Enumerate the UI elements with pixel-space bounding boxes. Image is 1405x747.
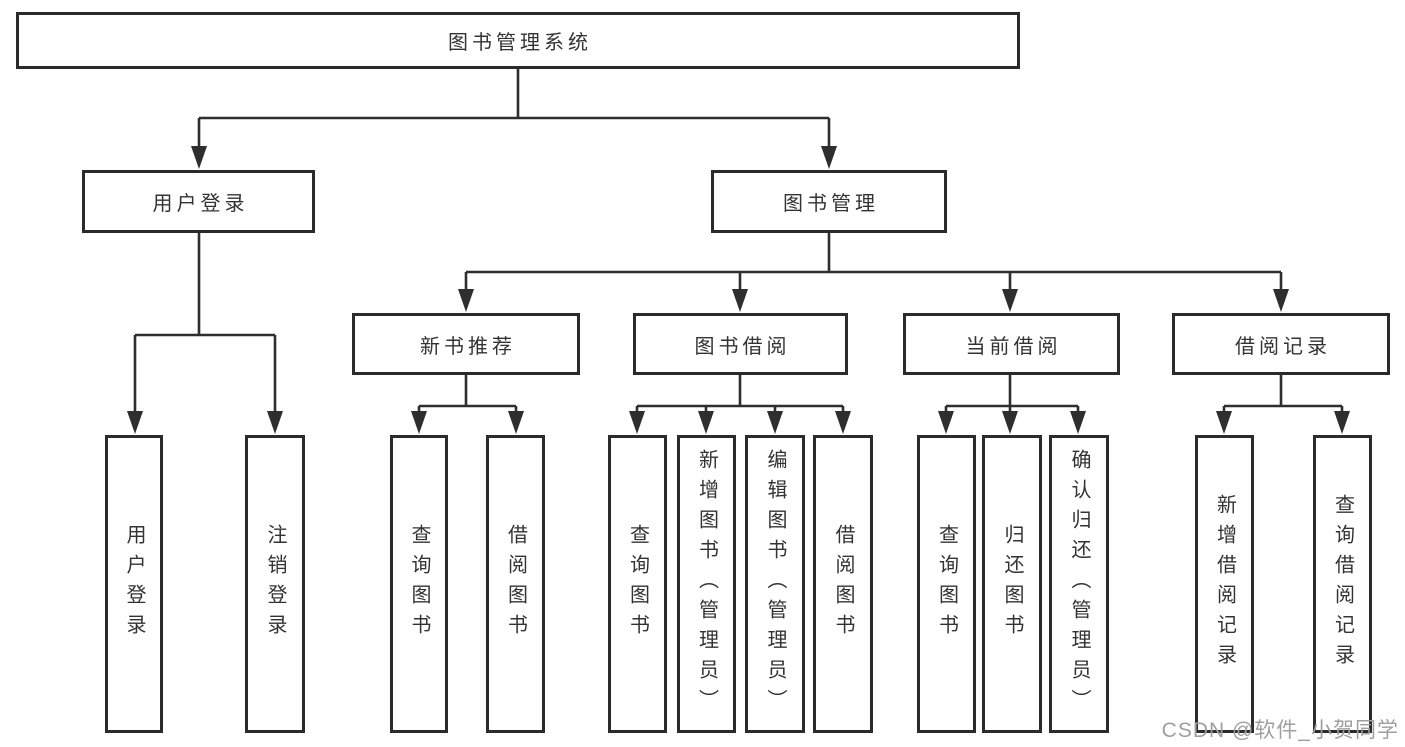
node-label: 编辑图书（管理员） — [764, 449, 786, 719]
node-label: 确认归还（管理员） — [1068, 449, 1090, 719]
arrowhead — [821, 146, 837, 169]
arrowhead — [508, 411, 524, 434]
leaf-borrow-books-borrowing: 借阅图书 — [813, 435, 873, 733]
arrowhead — [1216, 411, 1232, 434]
node-current-borrowing: 当前借阅 — [903, 313, 1120, 375]
node-borrowing-records: 借阅记录 — [1172, 313, 1390, 375]
arrowhead — [767, 411, 783, 434]
node-label: 当前借阅 — [965, 335, 1062, 358]
leaf-add-borrow-record: 新增借阅记录 — [1195, 435, 1254, 733]
leaf-query-borrow-record: 查询借阅记录 — [1313, 435, 1372, 733]
node-label: 图书借阅 — [694, 335, 791, 358]
connector-book-management-children — [458, 233, 1289, 312]
node-book-management: 图书管理 — [711, 170, 947, 233]
leaf-query-books-borrowing: 查询图书 — [608, 435, 667, 733]
leaf-logout: 注销登录 — [245, 435, 305, 733]
leaf-query-books-current: 查询图书 — [917, 435, 976, 733]
node-label: 注销登录 — [264, 524, 286, 644]
node-label: 用户登录 — [152, 193, 249, 215]
arrowhead — [1070, 411, 1086, 434]
arrowhead — [267, 411, 283, 434]
leaf-confirm-return-admin: 确认归还（管理员） — [1049, 435, 1109, 733]
arrowhead — [938, 411, 954, 434]
arrowhead — [458, 289, 474, 312]
csdn-watermark: CSDN @软件_小贺同学 — [1161, 719, 1399, 742]
node-label: 图书管理系统 — [448, 32, 592, 54]
node-library-management-system: 图书管理系统 — [16, 12, 1020, 69]
connector-root-to-level2 — [191, 68, 837, 169]
arrowhead — [127, 411, 143, 434]
arrowhead — [629, 411, 645, 434]
leaf-borrow-books-recommend: 借阅图书 — [486, 435, 545, 733]
node-label: 新增借阅记录 — [1213, 494, 1236, 674]
node-label: 归还图书 — [1001, 524, 1023, 644]
arrowhead — [1002, 411, 1018, 434]
node-label: 借阅记录 — [1235, 335, 1331, 358]
node-label: 借阅图书 — [832, 524, 854, 644]
node-label: 用户登录 — [123, 524, 145, 644]
node-label: 新增图书（管理员） — [695, 449, 718, 719]
leaf-edit-books-admin: 编辑图书（管理员） — [745, 435, 805, 733]
node-label: 图书管理 — [783, 193, 879, 215]
node-book-borrowing: 图书借阅 — [633, 313, 848, 375]
arrowhead — [191, 146, 207, 169]
connector-borrowing-records-children — [1216, 375, 1350, 434]
arrowhead — [732, 289, 748, 312]
node-user-login: 用户登录 — [82, 170, 315, 233]
node-label: 查询图书 — [408, 524, 430, 644]
leaf-query-books-recommend: 查询图书 — [390, 435, 448, 733]
arrowhead — [411, 411, 427, 434]
arrowhead — [1002, 289, 1018, 312]
arrowhead — [698, 411, 714, 434]
connector-user-login-children — [127, 233, 283, 434]
arrowhead — [835, 411, 851, 434]
leaf-user-login: 用户登录 — [105, 435, 163, 733]
node-label: 借阅图书 — [504, 524, 527, 644]
arrowhead — [1273, 289, 1289, 312]
connector-book-borrowing-children — [629, 375, 851, 434]
node-label: 查询图书 — [935, 524, 958, 644]
node-label: 新书推荐 — [420, 335, 516, 358]
leaf-return-books: 归还图书 — [982, 435, 1042, 733]
node-label: 查询借阅记录 — [1331, 494, 1354, 674]
connector-new-book-children — [411, 375, 524, 434]
leaf-add-books-admin: 新增图书（管理员） — [677, 435, 736, 733]
connector-current-borrowing-children — [938, 375, 1086, 434]
node-label: 查询图书 — [626, 524, 649, 644]
node-new-book-recommendation: 新书推荐 — [352, 313, 580, 375]
arrowhead — [1334, 411, 1350, 434]
